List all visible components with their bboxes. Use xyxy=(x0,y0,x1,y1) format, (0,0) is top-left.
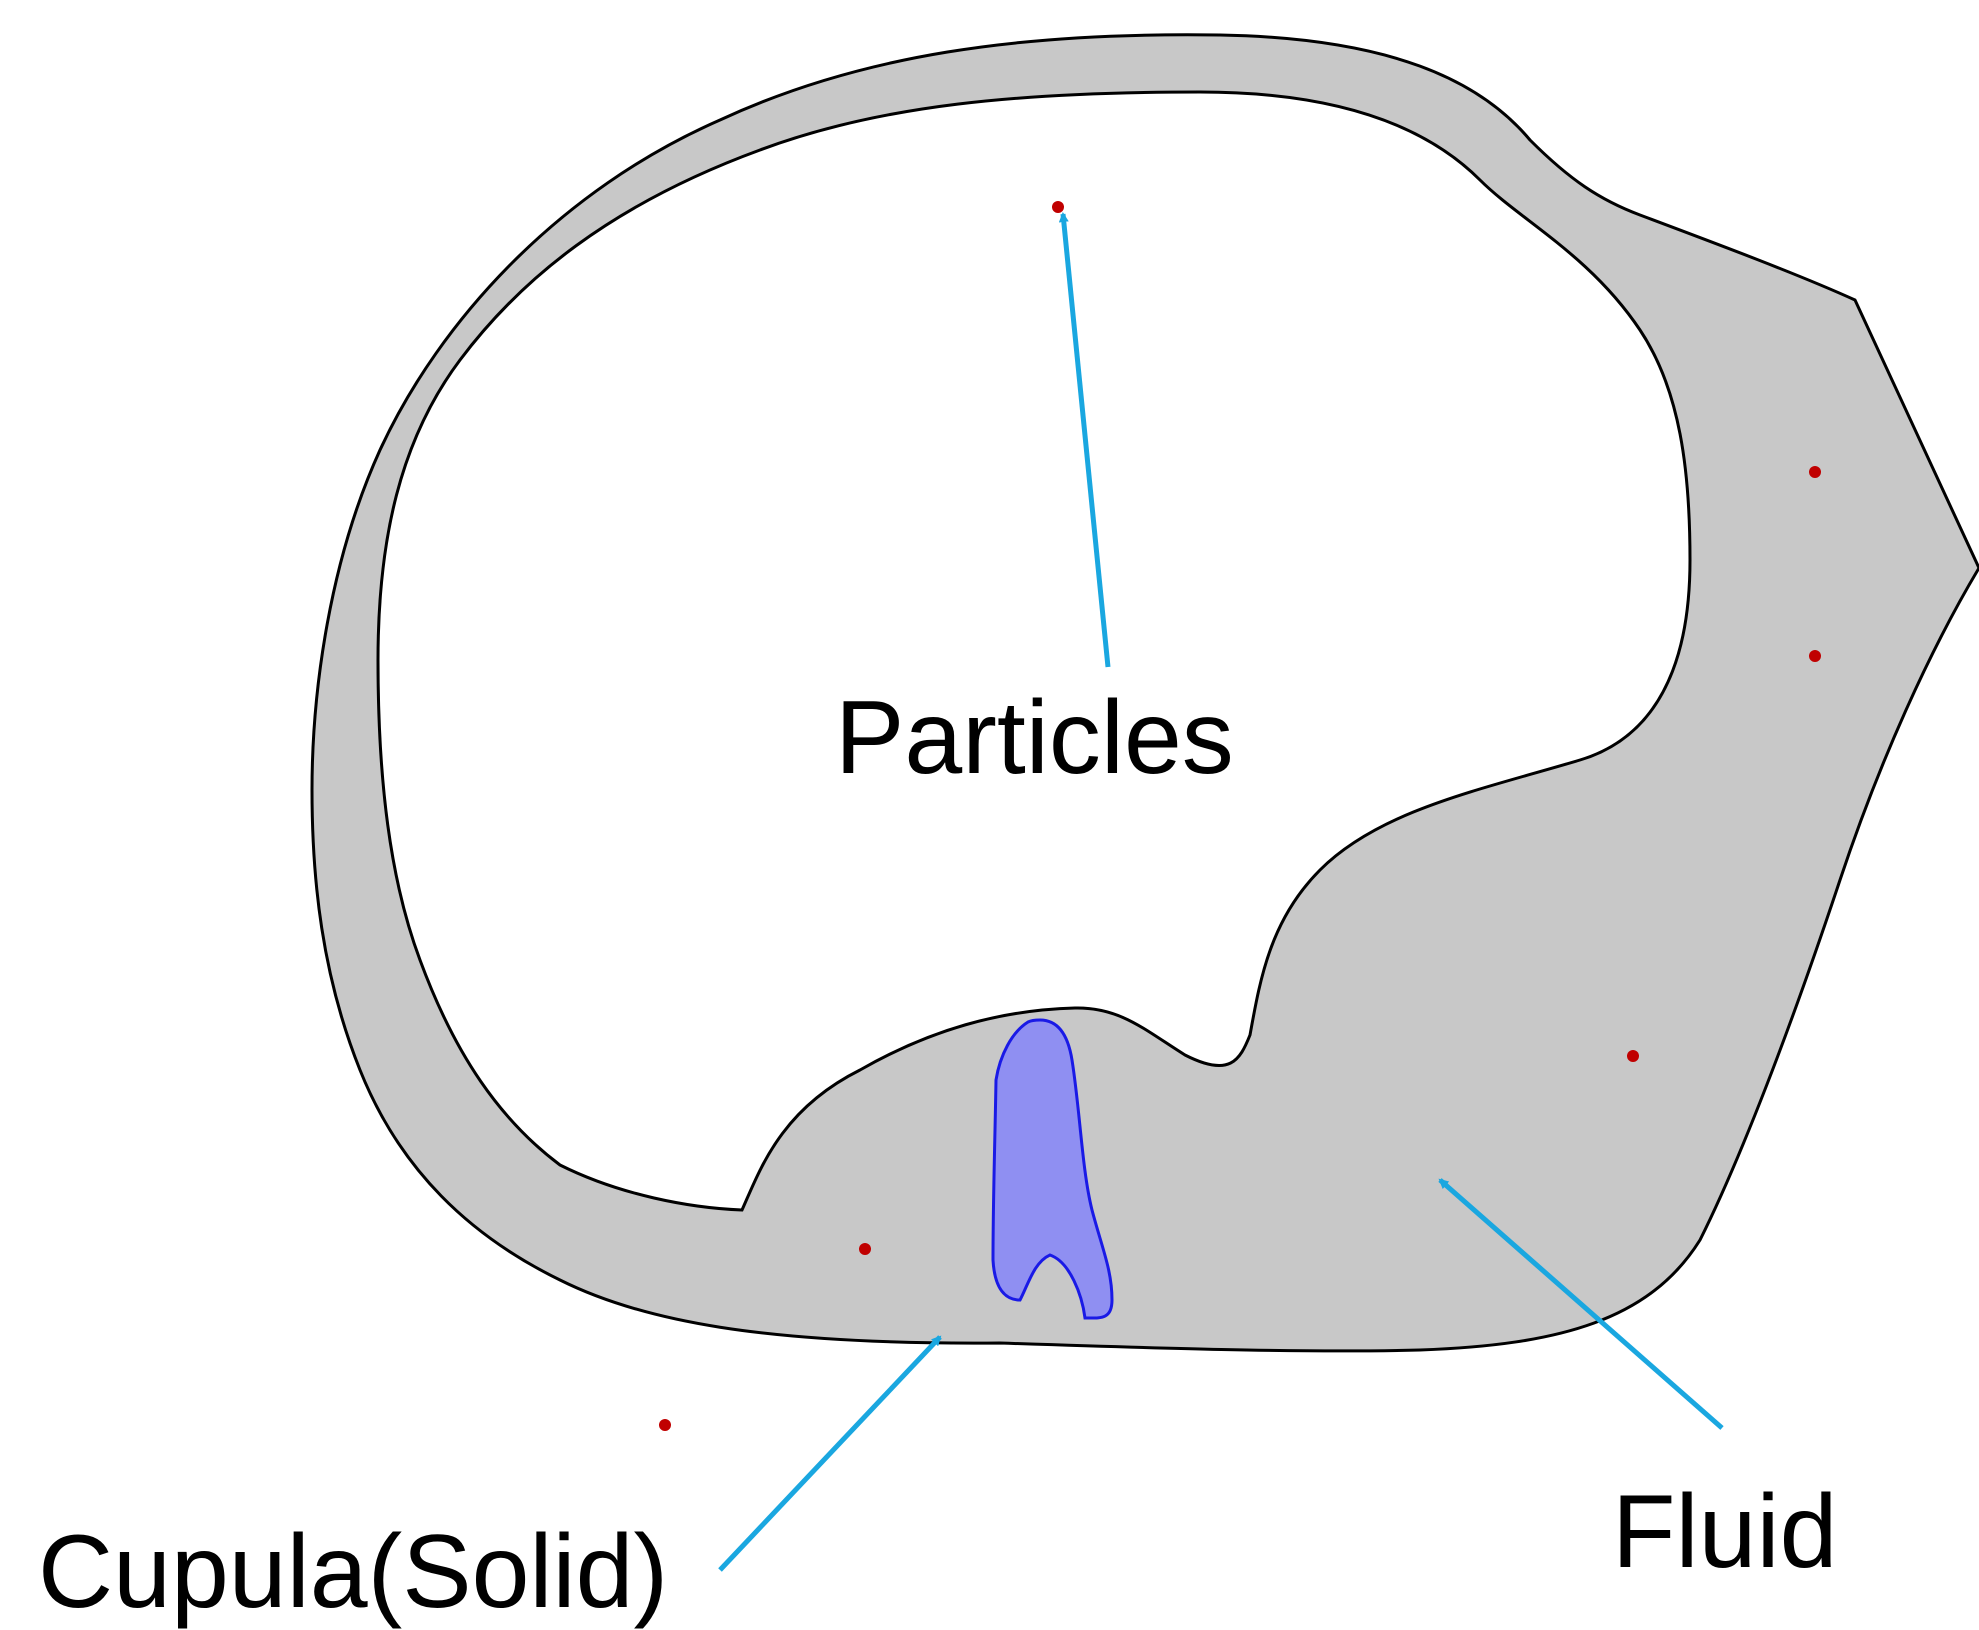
particle-right-lower xyxy=(1627,1050,1639,1062)
particle-outside xyxy=(659,1419,671,1431)
particle-top xyxy=(1052,201,1064,213)
particles-arrow xyxy=(1063,214,1108,667)
cupula-label: Cupula(Solid) xyxy=(38,1520,668,1624)
fluid-label: Fluid xyxy=(1612,1480,1837,1584)
cupula-arrow xyxy=(720,1337,940,1570)
particles-label: Particles xyxy=(835,686,1234,790)
particle-right-middle xyxy=(1809,650,1821,662)
particle-right-upper xyxy=(1809,466,1821,478)
particle-left-lower xyxy=(859,1243,871,1255)
